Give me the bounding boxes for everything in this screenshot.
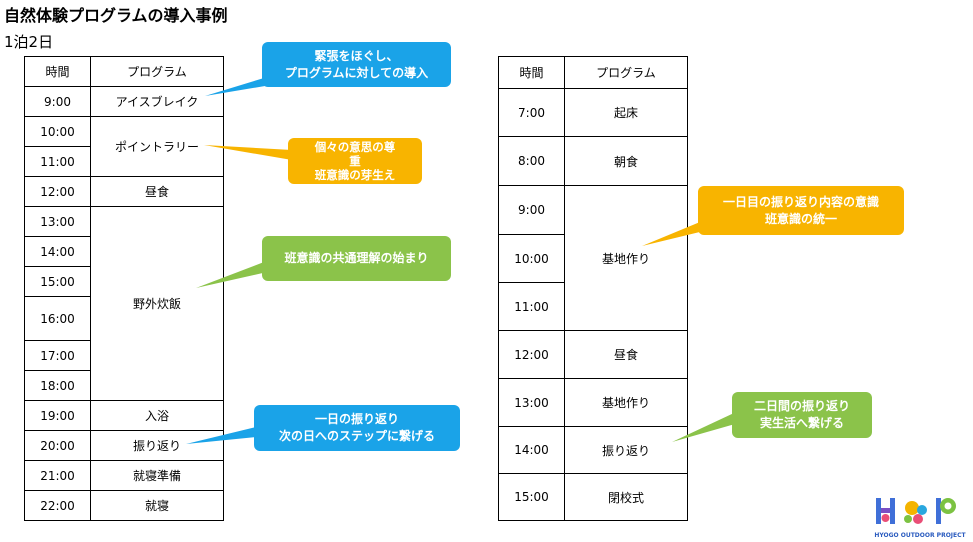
table-row: 18:00 xyxy=(24,370,224,401)
time-cell: 11:00 xyxy=(498,282,565,331)
table-header-row: 時間 プログラム xyxy=(498,56,688,89)
program-cell: 基地作り xyxy=(564,378,688,427)
time-cell: 13:00 xyxy=(498,378,565,427)
program-cell: 基地作り xyxy=(564,185,688,331)
table-row: 22:00 就寝 xyxy=(24,490,224,521)
time-cell: 8:00 xyxy=(498,136,565,186)
table-row: 13:00 基地作り xyxy=(498,378,688,427)
program-cell: 起床 xyxy=(564,88,688,137)
callout-base-building: 一日目の振り返り内容の意識 班意識の統一 xyxy=(698,186,904,235)
time-cell: 15:00 xyxy=(24,266,91,297)
day2-schedule-table: 時間 プログラム 7:00 起床 8:00 朝食 9:00 基地作り 10:00… xyxy=(498,56,688,521)
callout-pointer xyxy=(205,78,277,96)
table-row: 10:00 ポイントラリー xyxy=(24,116,224,177)
table-row: 19:00 入浴 xyxy=(24,400,224,431)
table-row: 10:00 xyxy=(498,234,688,283)
table-row: 12:00 昼食 xyxy=(498,330,688,379)
callout-text: 一日の振り返り 次の日へのステップに繋げる xyxy=(278,412,435,443)
callout-text: 個々の意思の尊 重 班意識の芽生え xyxy=(314,140,396,182)
logo-text: HYOGO OUTDOOR PROJECT xyxy=(874,532,966,539)
program-cell: 朝食 xyxy=(564,136,688,186)
time-cell: 15:00 xyxy=(498,473,565,521)
table-row: 20:00 振り返り xyxy=(24,430,224,461)
table-row: 16:00 xyxy=(24,296,224,341)
table-row: 11:00 xyxy=(498,282,688,331)
time-cell: 16:00 xyxy=(24,296,91,341)
program-cell: 閉校式 xyxy=(564,473,688,521)
time-cell: 12:00 xyxy=(498,330,565,379)
callout-pointer xyxy=(642,222,708,246)
callout-pointer xyxy=(672,413,742,442)
time-cell: 11:00 xyxy=(24,146,91,177)
callout-day1-reflection: 一日の振り返り 次の日へのステップに繋げる xyxy=(254,405,460,451)
table-row: 12:00 昼食 xyxy=(24,176,224,207)
time-cell: 21:00 xyxy=(24,460,91,491)
callout-icebreak: 緊張をほぐし、 プログラムに対しての導入 xyxy=(262,42,451,87)
callout-text: 二日間の振り返り 実生活へ繋げる xyxy=(753,399,850,430)
program-cell: 就寝 xyxy=(90,490,224,521)
time-cell: 18:00 xyxy=(24,370,91,401)
table-row: 8:00 朝食 xyxy=(498,136,688,186)
callout-pointer xyxy=(186,427,256,444)
program-cell: アイスブレイク xyxy=(90,86,224,117)
table-row: 11:00 xyxy=(24,146,224,177)
header-time: 時間 xyxy=(24,56,91,87)
program-cell: 振り返り xyxy=(90,430,224,461)
callout-pointer xyxy=(204,145,292,160)
program-cell: ポイントラリー xyxy=(90,116,224,177)
callout-text: 班意識の共通理解の始まり xyxy=(284,251,429,265)
table-row: 15:00 xyxy=(24,266,224,297)
table-row: 21:00 就寝準備 xyxy=(24,460,224,491)
time-cell: 14:00 xyxy=(498,426,565,474)
time-cell: 10:00 xyxy=(498,234,565,283)
callout-cooking: 班意識の共通理解の始まり xyxy=(262,236,451,281)
hop-logo: HYOGO OUTDOOR PROJECT xyxy=(874,498,967,539)
time-cell: 13:00 xyxy=(24,206,91,237)
time-cell: 10:00 xyxy=(24,116,91,147)
callout-text: 一日目の振り返り内容の意識 班意識の統一 xyxy=(722,194,879,226)
time-cell: 19:00 xyxy=(24,400,91,431)
callout-day2-reflection: 二日間の振り返り 実生活へ繋げる xyxy=(732,392,872,438)
table-row: 9:00 アイスブレイク xyxy=(24,86,224,117)
time-cell: 7:00 xyxy=(498,88,565,137)
time-cell: 22:00 xyxy=(24,490,91,521)
table-row: 9:00 基地作り xyxy=(498,185,688,331)
program-cell: 就寝準備 xyxy=(90,460,224,491)
callout-pointer xyxy=(196,262,276,288)
page-title: 自然体験プログラムの導入事例 xyxy=(4,6,228,25)
callout-text: 緊張をほぐし、 プログラムに対しての導入 xyxy=(284,48,429,80)
table-row: 14:00 振り返り xyxy=(498,426,688,474)
table-row: 7:00 起床 xyxy=(498,88,688,137)
program-cell: 野外炊飯 xyxy=(90,206,224,401)
program-cell: 振り返り xyxy=(564,426,688,474)
page-subtitle: 1泊2日 xyxy=(4,33,54,51)
callout-pointrally: 個々の意思の尊 重 班意識の芽生え xyxy=(288,138,422,184)
day1-schedule-table: 時間 プログラム 9:00 アイスブレイク 10:00 ポイントラリー 11:0… xyxy=(24,56,224,521)
table-row: 15:00 閉校式 xyxy=(498,473,688,521)
table-row: 13:00 野外炊飯 xyxy=(24,206,224,401)
time-cell: 9:00 xyxy=(24,86,91,117)
